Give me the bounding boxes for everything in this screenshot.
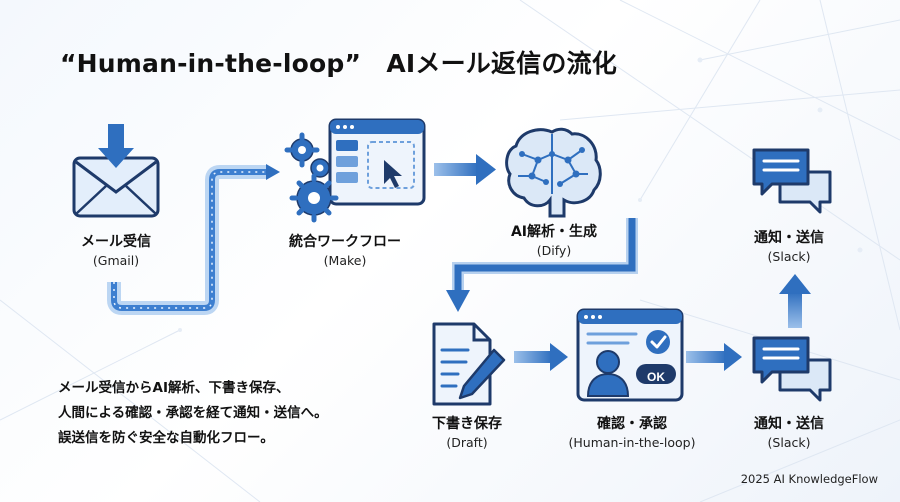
arrow-notify-up [779,274,811,328]
node-sublabel: (Gmail) [92,253,140,268]
description-text: メール受信からAI解析、下書き保存、 人間による確認・承認を経て通知・送信へ。 … [58,376,328,451]
node-label: メール受信 [81,234,151,250]
connector-ai-to-draft [446,218,638,312]
description-line: 人間による確認・承認を経て通知・送信へ。 [58,405,328,421]
node-sublabel: (Human-in-the-loop) [568,435,696,450]
brain-icon [505,127,602,218]
node-sublabel: (Dify) [536,243,572,258]
approval-window-icon [576,308,684,402]
node-mail-receive: メール受信 (Gmail) [56,232,176,269]
node-approve: 確認・承認 (Human-in-the-loop) [552,414,712,451]
node-sublabel: (Slack) [767,249,811,264]
node-label: 通知・送信 [754,230,824,246]
arrow-workflow-to-ai [434,154,496,185]
arrow-draft-to-approve [514,343,568,371]
node-label: AI解析・生成 [510,224,598,240]
node-ai: AI解析・生成 (Dify) [494,222,614,259]
node-notify-top: 通知・送信 (Slack) [734,228,844,265]
footer-credit: 2025 AI KnowledgeFlow [740,472,878,486]
chat-bubbles-icon [752,148,832,214]
node-sublabel: (Make) [323,253,367,268]
page-title: “Human-in-the-loop” AIメール返信の流化 [60,49,617,78]
document-pencil-icon [432,322,506,406]
ok-button-label: OK [647,370,665,384]
node-label: 通知・送信 [754,416,824,432]
description-line: 誤送信を防ぐ安全な自動化フロー。 [58,430,274,446]
workflow-icon [284,118,426,223]
node-label: 下書き保存 [432,416,502,432]
mail-icon [72,124,160,218]
node-workflow: 統合ワークフロー (Make) [270,232,420,269]
node-draft: 下書き保存 (Draft) [412,414,522,451]
node-sublabel: (Slack) [767,435,811,450]
connector-mail-to-workflow [107,164,280,315]
arrow-approve-to-notify [686,343,742,371]
node-label: 統合ワークフロー [289,234,401,250]
node-sublabel: (Draft) [446,435,488,450]
chat-bubbles-icon [752,336,832,402]
description-line: メール受信からAI解析、下書き保存、 [58,380,290,396]
node-label: 確認・承認 [597,416,667,432]
node-notify-bottom: 通知・送信 (Slack) [734,414,844,451]
